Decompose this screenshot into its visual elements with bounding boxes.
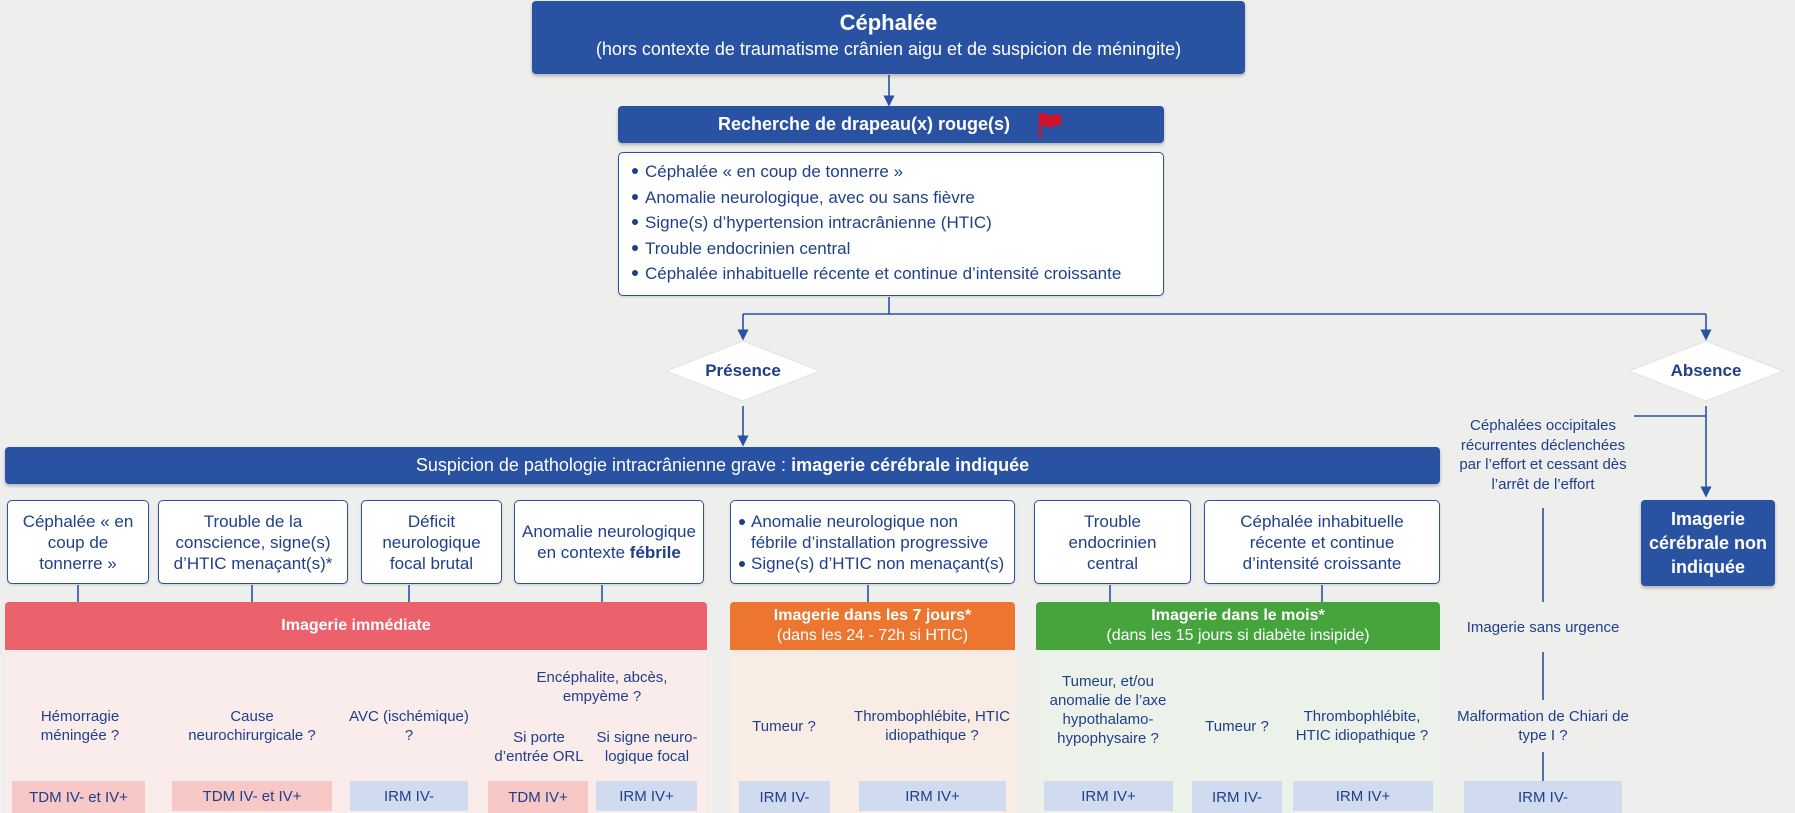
band-seven-days: Imagerie dans les 7 jours* (dans les 24 … <box>730 602 1015 650</box>
band-seven-days-title: Imagerie dans les 7 jours* <box>773 607 972 624</box>
occipital-headache-text: Céphalées occipitales récurrentes déclen… <box>1459 417 1627 493</box>
suspicion-bold: imagerie cérébrale indiquée <box>791 455 1030 475</box>
red-flag-item: Anomalie neurologique, avec ou sans fièv… <box>629 185 1155 211</box>
band-month-title: Imagerie dans le mois* <box>1151 607 1325 624</box>
criterion-febrile-text: Anomalie neurologique en contexte fébril… <box>521 521 697 563</box>
absence-label: Absence <box>1670 361 1742 380</box>
exam-tdm-neurosurgical: TDM IV- et IV+ <box>172 781 332 811</box>
exam-irm-thrombo-7d: IRM IV+ <box>859 781 1006 811</box>
red-flag-item: Céphalée inhabituelle récente et continu… <box>629 261 1155 287</box>
presence-label: Présence <box>705 361 781 380</box>
red-flags-header: Recherche de drapeau(x) rouge(s) <box>618 106 1164 143</box>
title-box: Céphalée (hors contexte de traumatisme c… <box>532 1 1245 74</box>
criterion-consciousness: Trouble de la conscience, signe(s) d’HTI… <box>158 500 348 584</box>
question-hypothalamic: Tumeur, et/ou anomalie de l’axe hypothal… <box>1049 673 1167 747</box>
question-encephalitis: Encéphalite, abcès, empyème ? <box>536 669 668 705</box>
chiari-question: Malformation de Chiari de type I ? <box>1457 708 1629 744</box>
criterion-progressive-a: Anomalie neurologique non fébrile d’inst… <box>737 511 1008 553</box>
criterion-thunderclap: Céphalée « en coup de tonnerre » <box>7 500 149 584</box>
question-stroke: AVC (ischémique) ? <box>349 708 469 744</box>
red-flags-list: Céphalée « en coup de tonnerre » Anomali… <box>629 159 1155 287</box>
exam-irm-tumor-month: IRM IV- <box>1192 781 1282 813</box>
criterion-progressive: Anomalie neurologique non fébrile d’inst… <box>730 500 1015 584</box>
band-immediate-label: Imagerie immédiate <box>281 617 431 634</box>
question-focal: Si signe neuro-logique focal <box>596 729 698 765</box>
suspicion-bar: Suspicion de pathologie intracrânienne g… <box>5 447 1440 484</box>
criterion-consciousness-text: Trouble de la conscience, signe(s) d’HTI… <box>173 511 333 573</box>
criterion-febrile-prefix: Anomalie neurologique en contexte <box>522 522 696 562</box>
exam-irm-thrombo-month: IRM IV+ <box>1293 781 1433 811</box>
band-month-sub: (dans les 15 jours si diabète insipide) <box>1106 627 1370 644</box>
criterion-focal-deficit-text: Déficit neurologique focal brutal <box>382 511 481 573</box>
title: Céphalée <box>839 10 938 35</box>
band-month: Imagerie dans le mois* (dans les 15 jour… <box>1036 602 1440 650</box>
question-meningeal: Hémorragie méningée ? <box>40 708 120 744</box>
red-flags-header-label: Recherche de drapeau(x) rouge(s) <box>717 114 1011 134</box>
criterion-thunderclap-text: Céphalée « en coup de tonnerre » <box>22 511 134 573</box>
question-neurosurgical: Cause neurochirurgicale ? <box>188 708 316 744</box>
question-ent: Si porte d’entrée ORL <box>494 729 584 765</box>
subtitle: (hors contexte de traumatisme crânien ai… <box>595 39 1182 59</box>
question-tumor-7d: Tumeur ? <box>752 717 816 735</box>
no-urgency-text: Imagerie sans urgence <box>1466 618 1620 636</box>
imaging-not-indicated-box: Imagerie cérébrale non indiquée <box>1641 500 1775 586</box>
red-flag-icon <box>1036 111 1064 139</box>
exam-tdm-meningeal: TDM IV- et IV+ <box>12 781 145 813</box>
band-immediate: Imagerie immédiate <box>5 602 707 650</box>
presence-diamond: Présence <box>664 339 822 403</box>
question-tumor-month: Tumeur ? <box>1205 717 1269 735</box>
exam-irm-stroke: IRM IV- <box>350 781 468 811</box>
band-seven-days-sub: (dans les 24 - 72h si HTIC) <box>776 627 969 644</box>
red-flag-item: Signe(s) d’hypertension intracrânienne (… <box>629 210 1155 236</box>
absence-diamond: Absence <box>1627 339 1785 403</box>
red-flags-list-box: Céphalée « en coup de tonnerre » Anomali… <box>618 152 1164 296</box>
exam-irm-focal: IRM IV+ <box>596 781 697 811</box>
criterion-endocrine: Trouble endocrinien central <box>1034 500 1191 584</box>
criterion-endocrine-text: Trouble endocrinien central <box>1068 511 1157 573</box>
exam-irm-chiari: IRM IV- <box>1464 781 1622 813</box>
question-thrombo-month: Thrombophlébite, HTIC idiopathique ? <box>1295 708 1429 744</box>
exam-tdm-ent: TDM IV+ <box>488 781 588 813</box>
imaging-not-indicated-label: Imagerie cérébrale non indiquée <box>1648 509 1768 577</box>
criterion-progressive-list: Anomalie neurologique non fébrile d’inst… <box>737 511 1008 574</box>
criterion-focal-deficit: Déficit neurologique focal brutal <box>361 500 502 584</box>
exam-irm-tumor-7d: IRM IV- <box>739 781 830 813</box>
suspicion-prefix: Suspicion de pathologie intracrânienne g… <box>415 455 792 475</box>
criterion-unusual-headache-text: Céphalée inhabituelle récente et continu… <box>1240 511 1404 573</box>
criterion-febrile-bold: fébrile <box>629 543 681 562</box>
exam-irm-hypothalamic: IRM IV+ <box>1044 781 1173 811</box>
question-thrombo-7d: Thrombophlébite, HTIC idiopathique ? <box>854 708 1010 744</box>
criterion-progressive-b: Signe(s) d’HTIC non menaçant(s) <box>737 553 1008 574</box>
criterion-unusual-headache: Céphalée inhabituelle récente et continu… <box>1204 500 1440 584</box>
red-flag-item: Trouble endocrinien central <box>629 236 1155 262</box>
criterion-febrile: Anomalie neurologique en contexte fébril… <box>514 500 704 584</box>
red-flag-item: Céphalée « en coup de tonnerre » <box>629 159 1155 185</box>
